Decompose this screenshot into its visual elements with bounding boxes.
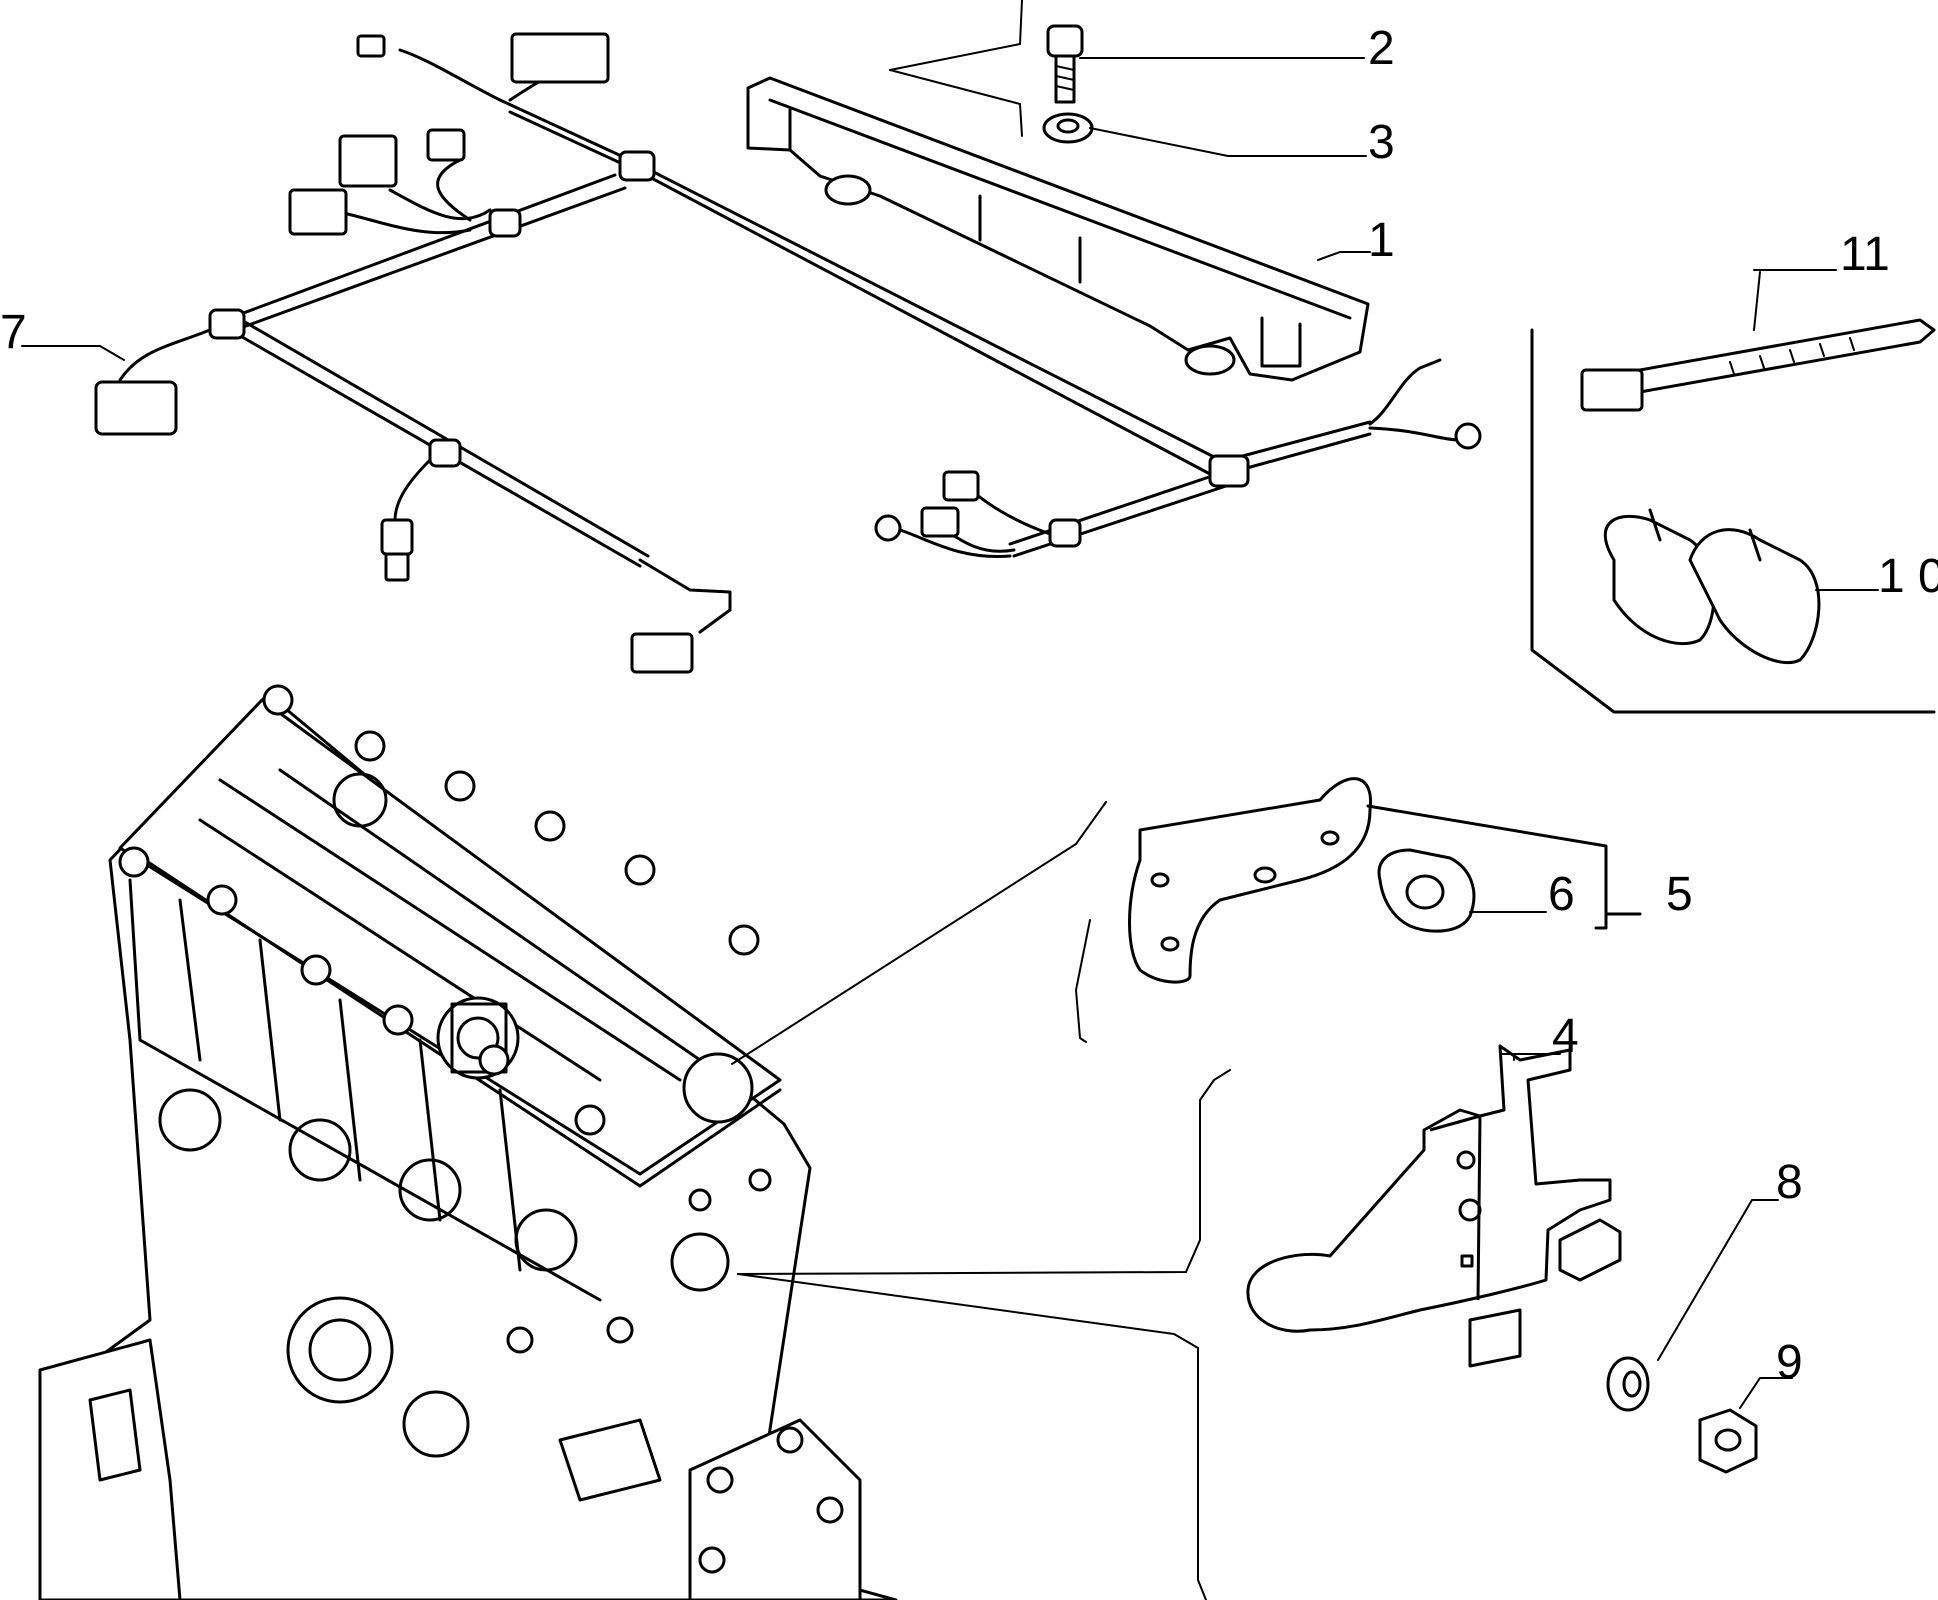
part-8-washer: [1606, 1356, 1650, 1412]
leader-lines: [21, 0, 1879, 1600]
callout-6: 6: [1548, 868, 1575, 921]
part-5-bracket-assembly: [1128, 777, 1373, 984]
engine-block: [38, 684, 898, 1600]
part-2-bolt: [1046, 24, 1084, 104]
part-7-wiring-harness: [94, 32, 1482, 674]
part-1-rail-cover: [746, 76, 1370, 382]
callout-2: 2: [1368, 22, 1395, 75]
part-3-washer: [1042, 112, 1094, 144]
part-10-clip: [1603, 508, 1821, 665]
part-4-sensor-bracket: [1246, 1044, 1622, 1368]
group-bracket-5: [1366, 804, 1608, 930]
callout-1: 1: [1368, 214, 1395, 267]
callout-3: 3: [1368, 116, 1395, 169]
group-bracket-10-11: [1530, 328, 1936, 714]
part-11-cable-tie: [1580, 318, 1936, 412]
callout-9: 9: [1776, 1336, 1803, 1389]
callout-11: 11: [1840, 228, 1890, 281]
callout-4: 4: [1552, 1010, 1579, 1063]
part-9-nut: [1698, 1408, 1758, 1474]
callout-7: 7: [0, 306, 27, 359]
callout-8: 8: [1776, 1156, 1803, 1209]
callout-5: 5: [1666, 868, 1693, 921]
callout-10: 1 0: [1878, 550, 1938, 603]
part-6-hose-clip: [1377, 848, 1476, 933]
